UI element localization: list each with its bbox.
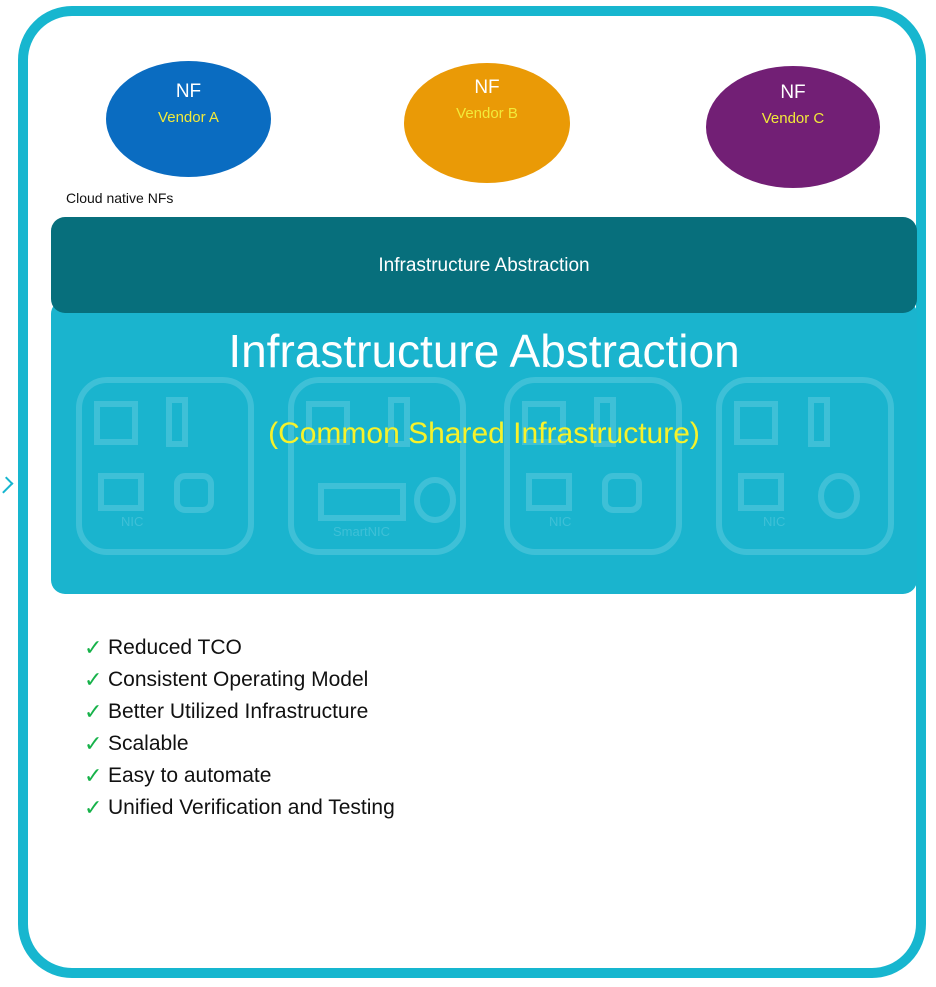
benefit-text: Unified Verification and Testing	[108, 796, 395, 819]
nf-vendor-a: NF Vendor A	[106, 61, 271, 177]
server-node-3	[504, 377, 682, 555]
hardware-illustration: NIC SmartNIC NIC NIC	[76, 377, 894, 555]
benefit-item: ✓Better Utilized Infrastructure	[84, 696, 395, 728]
benefit-text: Scalable	[108, 732, 189, 755]
server-node-4	[716, 377, 894, 555]
cloud-native-label: Cloud native NFs	[66, 190, 174, 206]
nf-vendor-label: Vendor B	[456, 105, 518, 122]
hw-label-nic: NIC	[121, 514, 143, 529]
checkmark-icon: ✓	[84, 667, 103, 692]
infrastructure-title: Infrastructure Abstraction	[228, 325, 740, 377]
nf-vendor-c: NF Vendor C	[706, 66, 880, 188]
benefit-item: ✓Unified Verification and Testing	[84, 792, 395, 824]
nf-title: NF	[474, 77, 500, 98]
infrastructure-block: NIC SmartNIC NIC NIC Infrastructure Abst…	[51, 300, 917, 594]
hw-label-nic: NIC	[549, 514, 571, 529]
checkmark-icon: ✓	[84, 763, 103, 788]
server-node-1	[76, 377, 254, 555]
checkmark-icon: ✓	[84, 795, 103, 820]
benefit-item: ✓Easy to automate	[84, 760, 395, 792]
nf-title: NF	[175, 81, 202, 102]
abstraction-band: Infrastructure Abstraction	[51, 217, 917, 313]
benefit-text: Better Utilized Infrastructure	[108, 700, 369, 723]
server-node-2	[288, 377, 466, 555]
benefit-text: Reduced TCO	[108, 636, 242, 659]
hw-label-smartnic: SmartNIC	[333, 524, 390, 539]
benefit-item: ✓Consistent Operating Model	[84, 664, 395, 696]
benefit-text: Consistent Operating Model	[108, 668, 369, 691]
benefit-text: Easy to automate	[108, 764, 272, 787]
nf-title: NF	[780, 82, 806, 103]
nf-vendor-label: Vendor C	[761, 110, 825, 127]
benefit-item: ✓Scalable	[84, 728, 395, 760]
infrastructure-subtitle: (Common Shared Infrastructure)	[268, 417, 700, 450]
benefits-list: ✓Reduced TCO ✓Consistent Operating Model…	[84, 632, 395, 824]
nf-vendor-label: Vendor A	[158, 109, 219, 126]
checkmark-icon: ✓	[84, 699, 103, 724]
checkmark-icon: ✓	[84, 731, 103, 756]
abstraction-band-label: Infrastructure Abstraction	[378, 255, 590, 276]
nf-vendor-b: NF Vendor B	[404, 63, 570, 183]
benefit-item: ✓Reduced TCO	[84, 632, 395, 664]
checkmark-icon: ✓	[84, 635, 103, 660]
hw-label-nic: NIC	[763, 514, 785, 529]
arrow-tip-icon	[0, 476, 14, 494]
